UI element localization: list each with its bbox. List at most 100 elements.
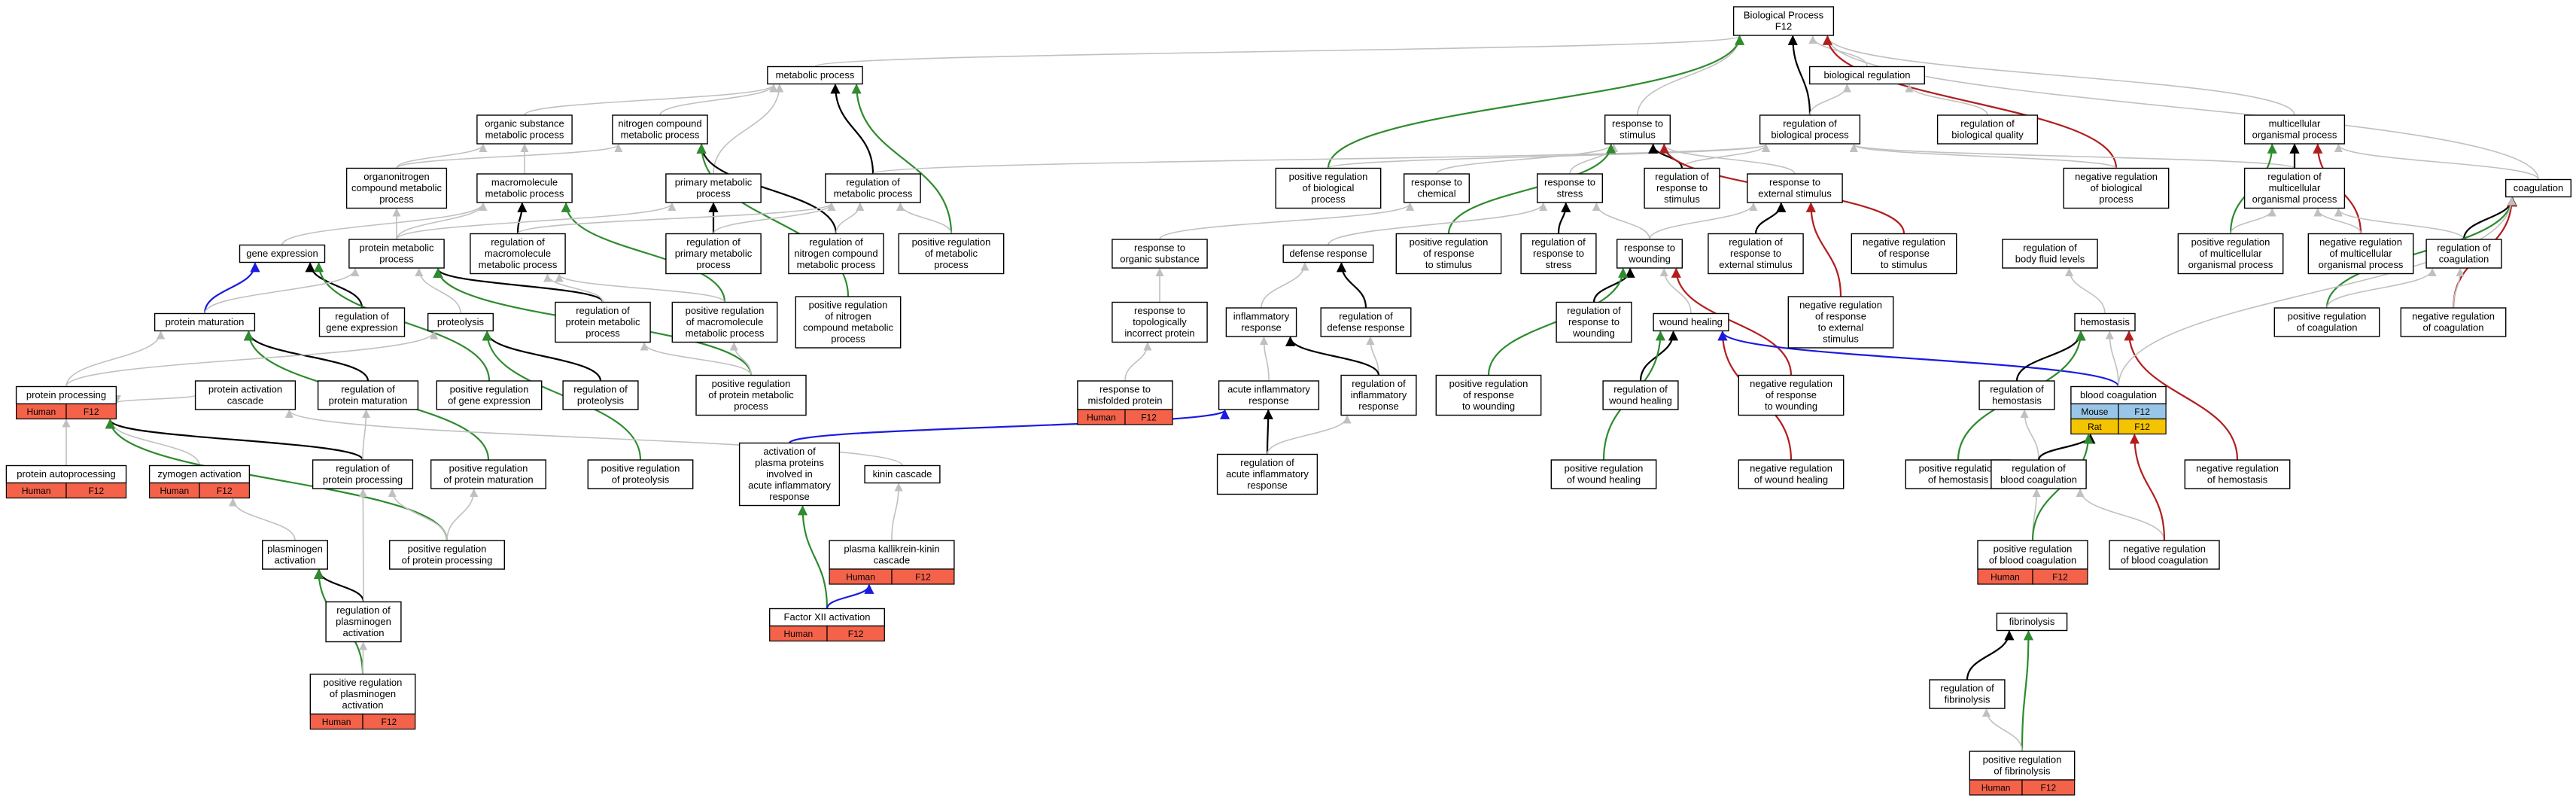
go-term-node-gene-expr[interactable]: gene expression bbox=[239, 244, 326, 263]
go-term-node-proteolysis[interactable]: proteolysis bbox=[427, 312, 494, 332]
relation-edge-green bbox=[1447, 143, 1616, 234]
node-label-line: incorrect protein bbox=[1124, 327, 1194, 339]
relation-edge-gray bbox=[1649, 202, 1758, 240]
go-term-node-coag[interactable]: coagulation bbox=[2505, 178, 2571, 198]
go-term-node-def-resp[interactable]: defense response bbox=[1282, 244, 1374, 263]
go-term-node-fibrino[interactable]: fibrinolysis bbox=[1996, 612, 2068, 632]
go-term-node-biolreg[interactable]: biological regulation bbox=[1808, 65, 1925, 85]
go-term-node-metab[interactable]: metabolic process bbox=[767, 65, 863, 85]
go-term-node-prot-mat[interactable]: protein maturation bbox=[154, 312, 256, 332]
go-term-node-hemostasis[interactable]: hemostasis bbox=[2074, 312, 2136, 332]
go-term-node-wound-heal[interactable]: wound healing bbox=[1653, 312, 1729, 332]
relation-edge-black bbox=[1263, 409, 1273, 455]
node-label-line: to stimulus bbox=[1425, 259, 1473, 270]
node-box bbox=[1653, 312, 1729, 332]
node-label-line: protein maturation bbox=[329, 395, 408, 407]
node-box bbox=[1520, 233, 1597, 275]
node-label-line: plasma proteins bbox=[755, 457, 824, 468]
go-term-node-kinin[interactable]: kinin cascade bbox=[864, 464, 941, 484]
relation-edge-gray bbox=[2076, 488, 2165, 541]
